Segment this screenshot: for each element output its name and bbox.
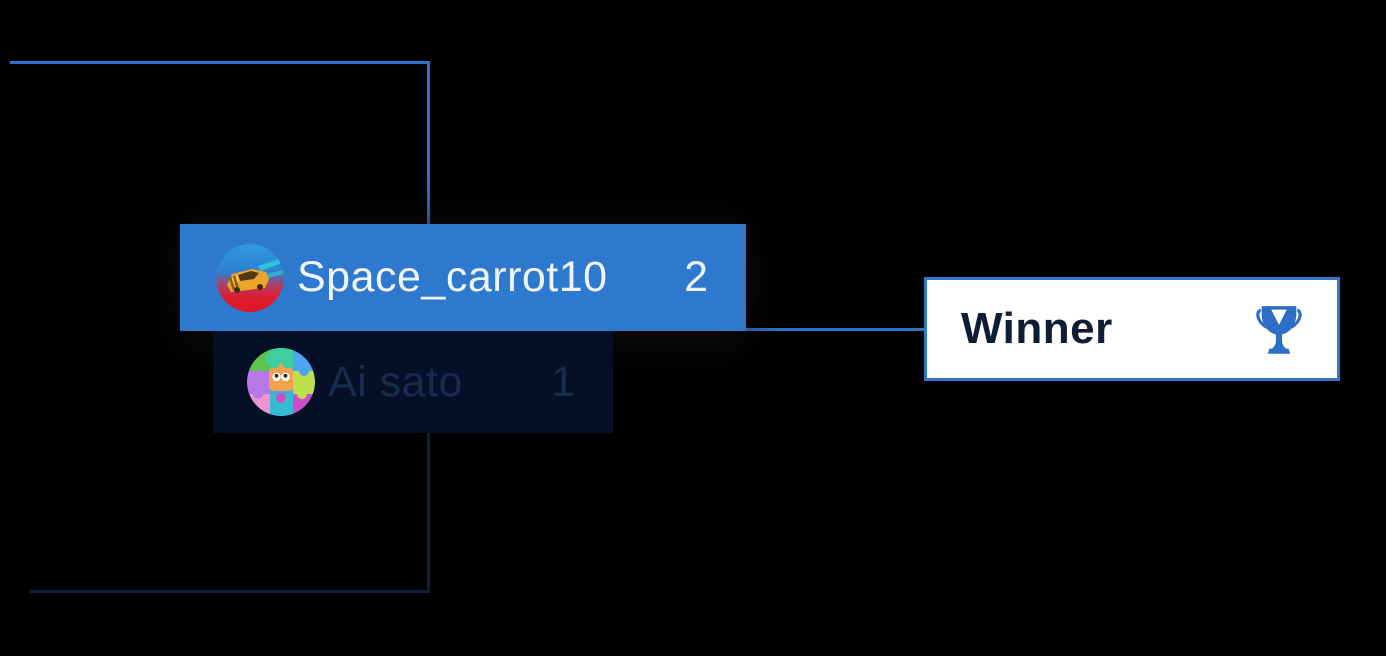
player-score: 1	[551, 357, 575, 406]
winner-label-box: Winner	[924, 277, 1340, 381]
car-avatar-icon	[216, 243, 284, 312]
match-card-eliminated[interactable]: Ai sato 1	[213, 331, 613, 433]
player-name: Space_carrot10	[297, 253, 608, 301]
bracket-line-eliminated-vertical	[427, 433, 430, 591]
bracket-line-to-winner	[744, 328, 926, 331]
player-score: 2	[684, 253, 708, 301]
bracket-line-top-horizontal	[10, 61, 430, 64]
puzzle-avatar-icon	[247, 348, 315, 416]
match-card-winner[interactable]: Space_carrot10 2	[180, 224, 746, 331]
trophy-icon	[1256, 305, 1302, 354]
bracket-line-eliminated-horizontal	[30, 590, 430, 593]
player-name: Ai sato	[328, 357, 463, 406]
winner-label: Winner	[961, 304, 1113, 353]
bracket-line-top-vertical	[427, 61, 430, 225]
